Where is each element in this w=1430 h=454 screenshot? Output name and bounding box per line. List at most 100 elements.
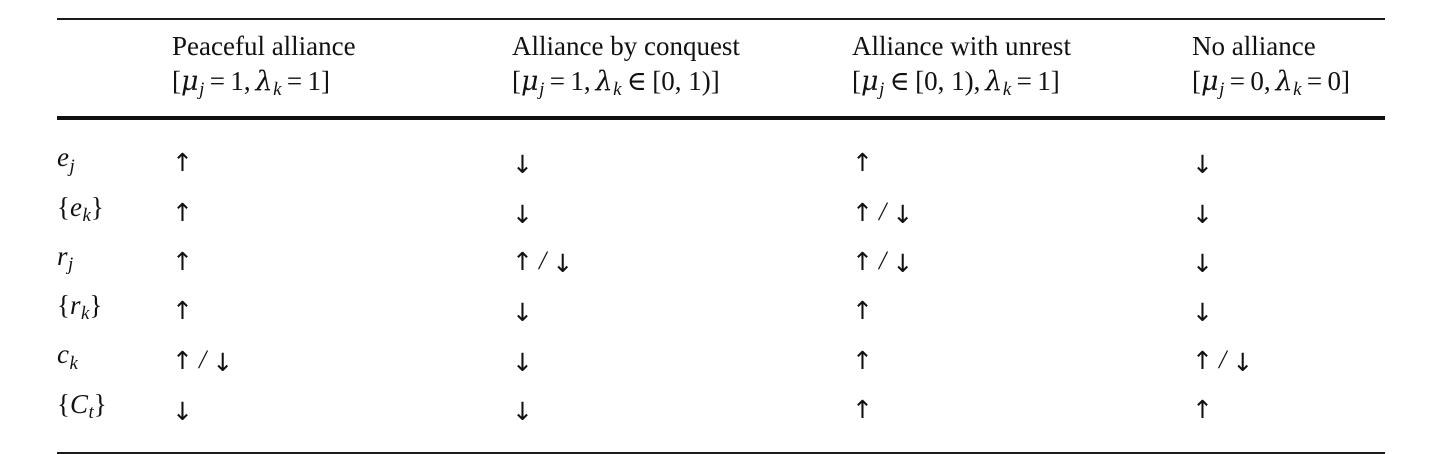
condition-separator: , <box>973 66 981 96</box>
variable-symbol: r <box>57 240 68 271</box>
table-row: {rk}↑↓↑↓ <box>57 285 1385 334</box>
lambda-subscript: k <box>1002 79 1012 101</box>
column-title: Peaceful alliance <box>172 31 356 61</box>
mu-symbol: μ <box>521 66 539 97</box>
lambda-symbol: λ <box>1275 66 1293 97</box>
cell-e-j-no-alliance: ↓ <box>1192 137 1385 186</box>
table-row: {Ct}↓↓↑↑ <box>57 384 1385 433</box>
condition-separator: , <box>583 66 591 96</box>
set-brace-close: } <box>90 191 104 222</box>
down-arrow-icon: ↓ <box>892 248 914 278</box>
down-arrow-icon: ↓ <box>172 396 193 426</box>
mu-subscript: j <box>879 79 885 101</box>
header-bottom-spacer <box>57 107 1385 116</box>
bracket-open: [ <box>852 66 861 96</box>
variable-symbol: C <box>69 388 88 419</box>
column-title: Alliance by conquest <box>512 31 740 61</box>
cell-c-k-peaceful-alliance: ↑/↓ <box>172 334 512 383</box>
column-header-alliance-with-unrest: Alliance with unrest [μj∈[0, 1),λk=1] <box>852 29 1192 107</box>
row-label-r-k-set: {rk} <box>57 285 172 334</box>
variable-subscript: j <box>68 254 74 276</box>
alternative-separator: / <box>878 245 887 275</box>
column-condition: [μj=0,λk=0] <box>1192 64 1385 107</box>
table-row: {ek}↑↓↑/↓↓ <box>57 187 1385 236</box>
table-header: Peaceful alliance [μj=1,λk=1] Alliance b… <box>57 29 1385 107</box>
mu-symbol: μ <box>181 66 199 97</box>
down-arrow-icon: ↓ <box>512 347 533 377</box>
cell-r-j-peaceful-alliance: ↑ <box>172 236 512 285</box>
cell-C-t-set-peaceful-alliance: ↓ <box>172 384 512 433</box>
alternative-separator: / <box>198 344 207 374</box>
value-1: 1 <box>570 66 584 96</box>
table-body: ej↑↓↑↓{ek}↑↓↑/↓↓rj↑↑/↓↑/↓↓{rk}↑↓↑↓ck↑/↓↓… <box>57 137 1385 433</box>
variable-symbol: e <box>69 191 82 222</box>
relation-1: ∈ <box>889 66 910 96</box>
column-header-peaceful-alliance: Peaceful alliance [μj=1,λk=1] <box>172 29 512 107</box>
lambda-subscript: k <box>1293 79 1302 101</box>
row-label-header-cell <box>57 29 172 107</box>
column-condition: [μj=1,λk=1] <box>172 64 512 107</box>
relation-1: = <box>1229 66 1245 96</box>
relation-1: = <box>549 66 565 96</box>
variable-subscript: k <box>80 303 90 325</box>
column-title: Alliance with unrest <box>852 31 1071 61</box>
variable-symbol: r <box>69 290 81 321</box>
cell-e-j-alliance-by-conquest: ↓ <box>512 137 852 186</box>
body-top-spacer <box>57 120 1385 137</box>
bracket-open: [ <box>512 66 521 96</box>
cell-c-k-alliance-by-conquest: ↓ <box>512 334 852 383</box>
mu-symbol: μ <box>861 66 879 97</box>
lambda-symbol: λ <box>985 66 1003 97</box>
down-arrow-icon: ↓ <box>1192 298 1213 328</box>
condition-separator: , <box>243 66 251 96</box>
set-brace-open: { <box>57 388 70 419</box>
cell-e-k-set-alliance-with-unrest: ↑/↓ <box>852 187 1192 236</box>
value-1: 1 <box>230 66 244 96</box>
value-1: [0, 1) <box>915 66 974 96</box>
value-2: 0 <box>1327 66 1341 96</box>
row-label-e-j: ej <box>57 137 172 186</box>
set-brace-close: } <box>93 388 107 419</box>
cell-c-k-alliance-with-unrest: ↑ <box>852 334 1192 383</box>
column-condition: [μj=1,λk∈[0, 1)] <box>512 64 852 107</box>
cell-r-j-alliance-with-unrest: ↑/↓ <box>852 236 1192 285</box>
alliance-outcomes-table: Peaceful alliance [μj=1,λk=1] Alliance b… <box>57 29 1385 107</box>
set-brace-open: { <box>57 191 70 222</box>
row-label-r-j: rj <box>57 236 172 285</box>
variable-symbol: c <box>57 339 69 370</box>
mu-symbol: μ <box>1201 66 1219 97</box>
down-arrow-icon: ↓ <box>212 347 234 377</box>
variable-subscript: t <box>88 401 94 423</box>
variable-subscript: j <box>69 155 75 177</box>
bracket-close: ] <box>1340 66 1350 96</box>
cell-e-j-peaceful-alliance: ↑ <box>172 137 512 186</box>
mu-subscript: j <box>199 79 205 101</box>
table-header-row: Peaceful alliance [μj=1,λk=1] Alliance b… <box>57 29 1385 107</box>
cell-e-k-set-alliance-by-conquest: ↓ <box>512 187 852 236</box>
table-row: ej↑↓↑↓ <box>57 137 1385 186</box>
table-row: rj↑↑/↓↑/↓↓ <box>57 236 1385 285</box>
down-arrow-icon: ↓ <box>1192 199 1213 229</box>
cell-e-k-set-peaceful-alliance: ↑ <box>172 187 512 236</box>
relation-1: = <box>209 66 225 96</box>
set-brace-close: } <box>89 290 103 321</box>
mu-subscript: j <box>539 79 545 101</box>
column-header-alliance-by-conquest: Alliance by conquest [μj=1,λk∈[0, 1)] <box>512 29 852 107</box>
down-arrow-icon: ↓ <box>552 248 574 278</box>
up-arrow-icon: ↑ <box>852 197 873 227</box>
down-arrow-icon: ↓ <box>512 150 533 180</box>
set-brace-open: { <box>57 290 70 321</box>
cell-C-t-set-alliance-by-conquest: ↓ <box>512 384 852 433</box>
cell-C-t-set-alliance-with-unrest: ↑ <box>852 384 1192 433</box>
down-arrow-icon: ↓ <box>1192 248 1213 278</box>
up-arrow-icon: ↑ <box>852 246 873 276</box>
alternative-separator: / <box>878 196 887 226</box>
bracket-close: ] <box>320 66 330 96</box>
value-2: 1 <box>1037 66 1051 96</box>
lambda-subscript: k <box>273 79 282 101</box>
bracket-open: [ <box>172 66 181 96</box>
down-arrow-icon: ↓ <box>1192 150 1213 180</box>
value-2: [0, 1) <box>652 66 711 96</box>
up-arrow-icon: ↑ <box>1192 345 1213 375</box>
column-condition: [μj∈[0, 1),λk=1] <box>852 64 1192 107</box>
